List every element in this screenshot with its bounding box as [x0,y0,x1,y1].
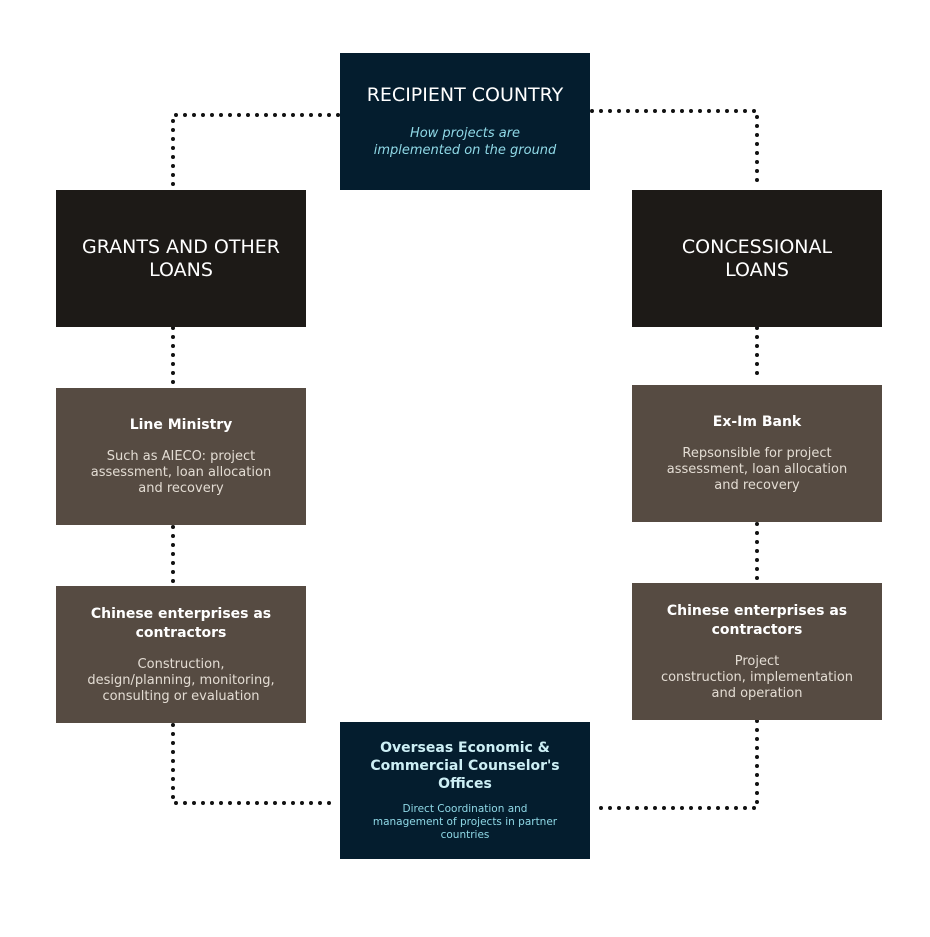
recipient-country-box: RECIPIENT COUNTRY How projects are imple… [340,53,590,190]
recipient-country-title: RECIPIENT COUNTRY [366,84,564,106]
enterprises-left-box: Chinese enterprises as contractors Const… [56,586,306,723]
grants-box: GRANTS AND OTHER LOANS [56,190,306,327]
line-ministry-box: Line Ministry Such as AIECO: project ass… [56,388,306,525]
enterprises-right-title: Chinese enterprises as contractors [666,602,848,638]
concessional-box: CONCESSIONAL LOANS [632,190,882,327]
connector-recipient-grants [171,113,340,190]
enterprises-right-box: Chinese enterprises as contractors Proje… [632,583,882,720]
enterprises-left-title: Chinese enterprises as contractors [90,605,272,641]
concessional-title: CONCESSIONAL LOANS [681,235,833,281]
exim-bank-box: Ex-Im Bank Repsonsible for project asses… [632,385,882,522]
connector-enterprises-right-overseas [590,719,759,810]
overseas-offices-description: Direct Coordination and management of pr… [372,803,558,841]
connector-enterprises-left-overseas [171,723,340,805]
overseas-offices-box: Overseas Economic & Commercial Counselor… [340,722,590,859]
exim-bank-title: Ex-Im Bank [712,414,802,430]
grants-title: GRANTS AND OTHER LOANS [81,235,280,281]
enterprises-right-description: Project construction, implementation and… [660,653,854,701]
recipient-country-description: How projects are implemented on the grou… [373,126,557,158]
overseas-offices-title: Overseas Economic & Commercial Counselor… [370,740,560,792]
line-ministry-title: Line Ministry [129,417,233,433]
exim-bank-description: Repsonsible for project assessment, loan… [666,446,848,493]
connector-recipient-concessional [590,109,759,190]
enterprises-left-description: Construction, design/planning, monitorin… [87,656,275,704]
line-ministry-description: Such as AIECO: project assessment, loan … [90,449,272,496]
